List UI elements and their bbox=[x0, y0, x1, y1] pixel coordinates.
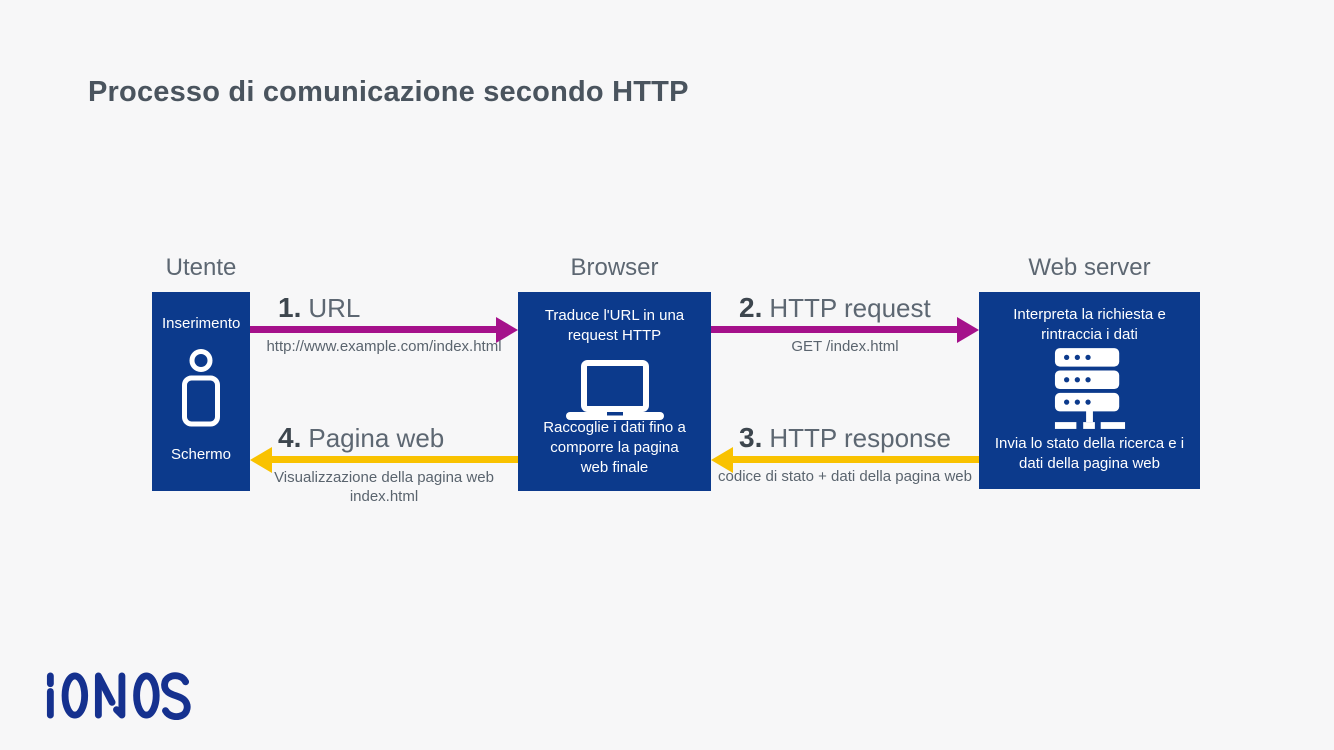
arrow-http-response-caption: codice di stato + dati della pagina web bbox=[718, 468, 972, 485]
arrow-http-response-title: 3.HTTP response bbox=[739, 422, 951, 454]
utente-bottom-text: Schermo bbox=[170, 446, 232, 463]
arrow-pagina-web-line bbox=[266, 456, 518, 463]
browser-bottom-text: Raccoglie i dati fino a comporre la pagi… bbox=[543, 419, 686, 476]
server-icon bbox=[1054, 348, 1125, 429]
browser-top-text: Traduce l'URL in una request HTTP bbox=[544, 307, 685, 344]
arrow-right-icon bbox=[496, 316, 518, 343]
arrow-url: 1.URL http://www.example.com/index.html bbox=[250, 290, 518, 368]
node-label-utente: Utente bbox=[165, 254, 237, 281]
arrow-left-icon bbox=[250, 446, 272, 473]
laptop-icon bbox=[565, 360, 664, 420]
node-utente-box: Inserimento Schermo bbox=[152, 292, 250, 491]
ionos-logo bbox=[46, 672, 191, 720]
arrow-pagina-web: 4.Pagina web Visualizzazione della pagin… bbox=[250, 420, 518, 505]
web-server-top-text: Interpreta la richiesta e rintraccia i d… bbox=[1013, 306, 1166, 343]
arrow-url-title: 1.URL bbox=[278, 292, 360, 324]
arrow-http-request-label: HTTP request bbox=[769, 293, 931, 323]
arrow-http-response-line bbox=[727, 456, 979, 463]
arrow-right-icon bbox=[957, 316, 979, 343]
node-browser-box: Traduce l'URL in una request HTTP Raccog… bbox=[518, 292, 711, 491]
arrow-http-request: 2.HTTP request GET /index.html bbox=[711, 290, 979, 368]
arrow-http-request-number: 2. bbox=[739, 292, 763, 323]
node-label-browser: Browser bbox=[570, 254, 659, 281]
arrow-pagina-web-label: Pagina web bbox=[308, 423, 445, 453]
web-server-bottom-text: Invia lo stato della ricerca e i dati de… bbox=[994, 435, 1185, 472]
arrow-url-label: URL bbox=[308, 293, 361, 323]
arrow-url-caption: http://www.example.com/index.html bbox=[266, 338, 502, 355]
arrow-http-request-line bbox=[711, 326, 963, 333]
node-label-web-server: Web server bbox=[1028, 254, 1151, 281]
arrow-http-request-title: 2.HTTP request bbox=[739, 292, 931, 324]
arrow-http-request-caption: GET /index.html bbox=[791, 338, 899, 355]
utente-top-text: Inserimento bbox=[162, 315, 241, 332]
arrow-pagina-web-title: 4.Pagina web bbox=[278, 422, 444, 454]
page-title: Processo di comunicazione secondo HTTP bbox=[88, 76, 689, 108]
arrow-http-response-number: 3. bbox=[739, 422, 763, 453]
arrow-http-response-label: HTTP response bbox=[769, 423, 951, 453]
arrow-left-icon bbox=[711, 446, 733, 473]
arrow-pagina-web-caption: Visualizzazione della pagina web index.h… bbox=[274, 469, 494, 505]
arrow-url-line bbox=[250, 326, 502, 333]
person-icon bbox=[182, 349, 220, 427]
node-web-server-box: Interpreta la richiesta e rintraccia i d… bbox=[979, 292, 1200, 489]
arrow-pagina-web-number: 4. bbox=[278, 422, 302, 453]
arrow-url-number: 1. bbox=[278, 292, 302, 323]
arrow-http-response: 3.HTTP response codice di stato + dati d… bbox=[711, 420, 979, 498]
